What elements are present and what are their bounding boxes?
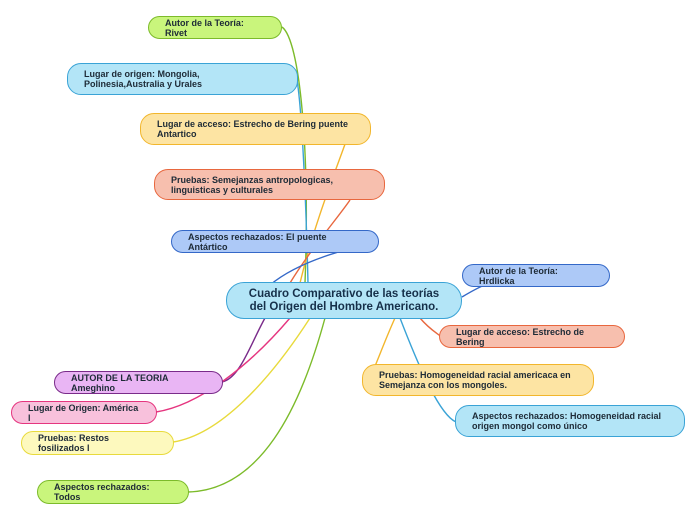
node-hrdlicka-access[interactable]: Lugar de acceso: Estrecho de Bering [439, 325, 625, 348]
node-label: Aspectos rechazados: Homogeneidad racial… [472, 411, 662, 431]
connector-ameghino-origin [155, 317, 291, 413]
node-ameghino-origin[interactable]: Lugar de Origen: América l [11, 401, 157, 424]
node-label: Autor de la Teoría: Rivet [165, 17, 244, 38]
central-topic-label: Cuadro Comparativo de las teorías del Or… [248, 287, 440, 313]
node-label: Aspectos rechazados: El puente Antártico [188, 231, 327, 252]
connector-ameghino-rejected [187, 317, 326, 493]
node-rivet-origin[interactable]: Lugar de origen: Mongolia, Polinesia,Aus… [67, 63, 298, 95]
connector-hrdlicka-access [419, 317, 441, 337]
node-hrdlicka-author[interactable]: Autor de la Teoría: Hrdlicka [462, 264, 610, 287]
node-label: Autor de la Teoría: Hrdlicka [479, 265, 558, 286]
node-ameghino-rejected[interactable]: Aspectos rechazados: Todos [37, 480, 189, 504]
node-hrdlicka-evidence[interactable]: Pruebas: Homogeneidad racial americaca e… [362, 364, 594, 396]
node-label: Lugar de Origen: América l [28, 402, 139, 423]
node-ameghino-evidence[interactable]: Pruebas: Restos fosilizados l [21, 431, 174, 455]
node-rivet-author[interactable]: Autor de la Teoría: Rivet [148, 16, 282, 39]
node-hrdlicka-rejected[interactable]: Aspectos rechazados: Homogeneidad racial… [455, 405, 685, 437]
node-label: Lugar de acceso: Estrecho de Bering puen… [157, 119, 349, 139]
node-label: Lugar de origen: Mongolia, Polinesia,Aus… [84, 69, 203, 89]
connector-ameghino-author [221, 317, 266, 383]
node-label: AUTOR DE LA TEORIA Ameghino [71, 372, 169, 393]
node-label: Aspectos rechazados: Todos [54, 482, 150, 502]
connector-ameghino-evidence [172, 317, 311, 443]
node-label: Pruebas: Semejanzas antropologicas, ling… [171, 174, 334, 195]
node-label: Lugar de acceso: Estrecho de Bering [456, 326, 585, 347]
node-rivet-rejected[interactable]: Aspectos rechazados: El puente Antártico [171, 230, 379, 253]
node-rivet-access[interactable]: Lugar de acceso: Estrecho de Bering puen… [140, 113, 371, 145]
central-topic[interactable]: Cuadro Comparativo de las teorías del Or… [226, 282, 462, 319]
node-label: Pruebas: Restos fosilizados l [38, 433, 110, 453]
node-label: Pruebas: Homogeneidad racial americaca e… [379, 370, 571, 390]
node-ameghino-author[interactable]: AUTOR DE LA TEORIA Ameghino [54, 371, 223, 394]
node-rivet-evidence[interactable]: Pruebas: Semejanzas antropologicas, ling… [154, 169, 385, 200]
